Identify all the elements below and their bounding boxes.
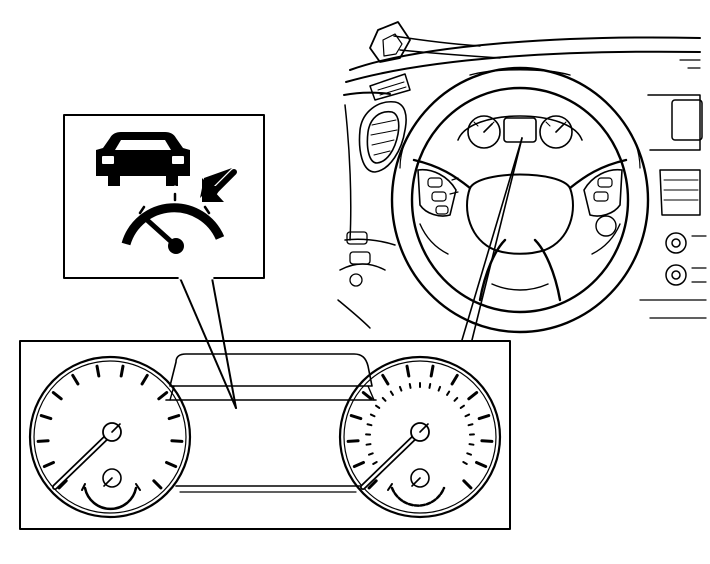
tachometer-tick [381, 373, 390, 386]
tachometer-tick [361, 391, 373, 401]
tachometer-minor-tick [464, 413, 471, 418]
tachometer-minor-tick [365, 443, 372, 446]
tachometer-minor-tick [375, 404, 381, 409]
tachometer-minor-tick [467, 423, 474, 427]
tachometer-minor-tick [437, 385, 442, 392]
speedometer-tick [42, 460, 55, 469]
left-gauge-speedometer [28, 355, 192, 519]
speedometer-tick [140, 373, 149, 386]
tachometer-tick [462, 479, 473, 490]
left-lower-switches [346, 231, 371, 287]
cluster-leader-line [471, 137, 523, 341]
tachometer-minor-tick [459, 404, 465, 409]
tachometer-minor-tick [398, 385, 403, 392]
speedometer-tick [57, 479, 68, 490]
tachometer-minor-tick [366, 423, 373, 427]
speedometer-tick [39, 414, 53, 421]
defrost-vent [369, 73, 411, 101]
right-gauge-tachometer [338, 355, 502, 519]
tachometer-minor-tick [468, 443, 475, 446]
tachometer-minor-tick [381, 396, 387, 402]
mirror-mount [369, 21, 411, 63]
tachometer-tick [480, 439, 494, 443]
tachometer-minor-tick [372, 461, 378, 465]
tachometer-tick [467, 391, 479, 401]
speedometer-tick [119, 364, 125, 378]
tachometer-tick [367, 479, 378, 490]
tachometer-tick [450, 373, 459, 386]
left-air-vent [358, 101, 407, 173]
small-meter-cluster [457, 115, 583, 149]
speedometer-tick [51, 391, 63, 401]
speedometer-tick [170, 439, 184, 443]
tachometer-minor-tick [462, 461, 468, 465]
speedometer-tick [152, 479, 163, 490]
tachometer-minor-tick [446, 390, 451, 396]
tachometer-minor-tick [428, 382, 432, 389]
speedometer-tick [165, 460, 178, 469]
tachometer-tick [352, 460, 365, 469]
speedometer-tick [167, 414, 181, 421]
dashboard-drawing [337, 21, 707, 341]
tachometer-minor-tick [453, 396, 459, 402]
tachometer-minor-tick [389, 390, 394, 396]
tachometer-tick [346, 439, 360, 443]
tachometer-tick [405, 364, 411, 378]
tachometer-minor-tick [466, 452, 473, 456]
tachometer-tick [477, 414, 491, 421]
speedometer-tick [95, 364, 101, 378]
tachometer-minor-tick [369, 413, 376, 418]
speedometer-tick [71, 373, 80, 386]
tachometer-tick [475, 460, 488, 469]
cruise-control-car-speedometer-icon [96, 132, 237, 254]
tachometer-minor-tick [367, 452, 374, 456]
speedometer-tick [157, 391, 169, 401]
center-stack [639, 59, 707, 319]
tachometer-minor-tick [408, 382, 412, 389]
tachometer-tick [429, 364, 435, 378]
speedometer-tick [36, 439, 50, 443]
steering-wheel [390, 66, 650, 334]
meter-cluster [19, 340, 511, 530]
tachometer-tick [349, 414, 363, 421]
